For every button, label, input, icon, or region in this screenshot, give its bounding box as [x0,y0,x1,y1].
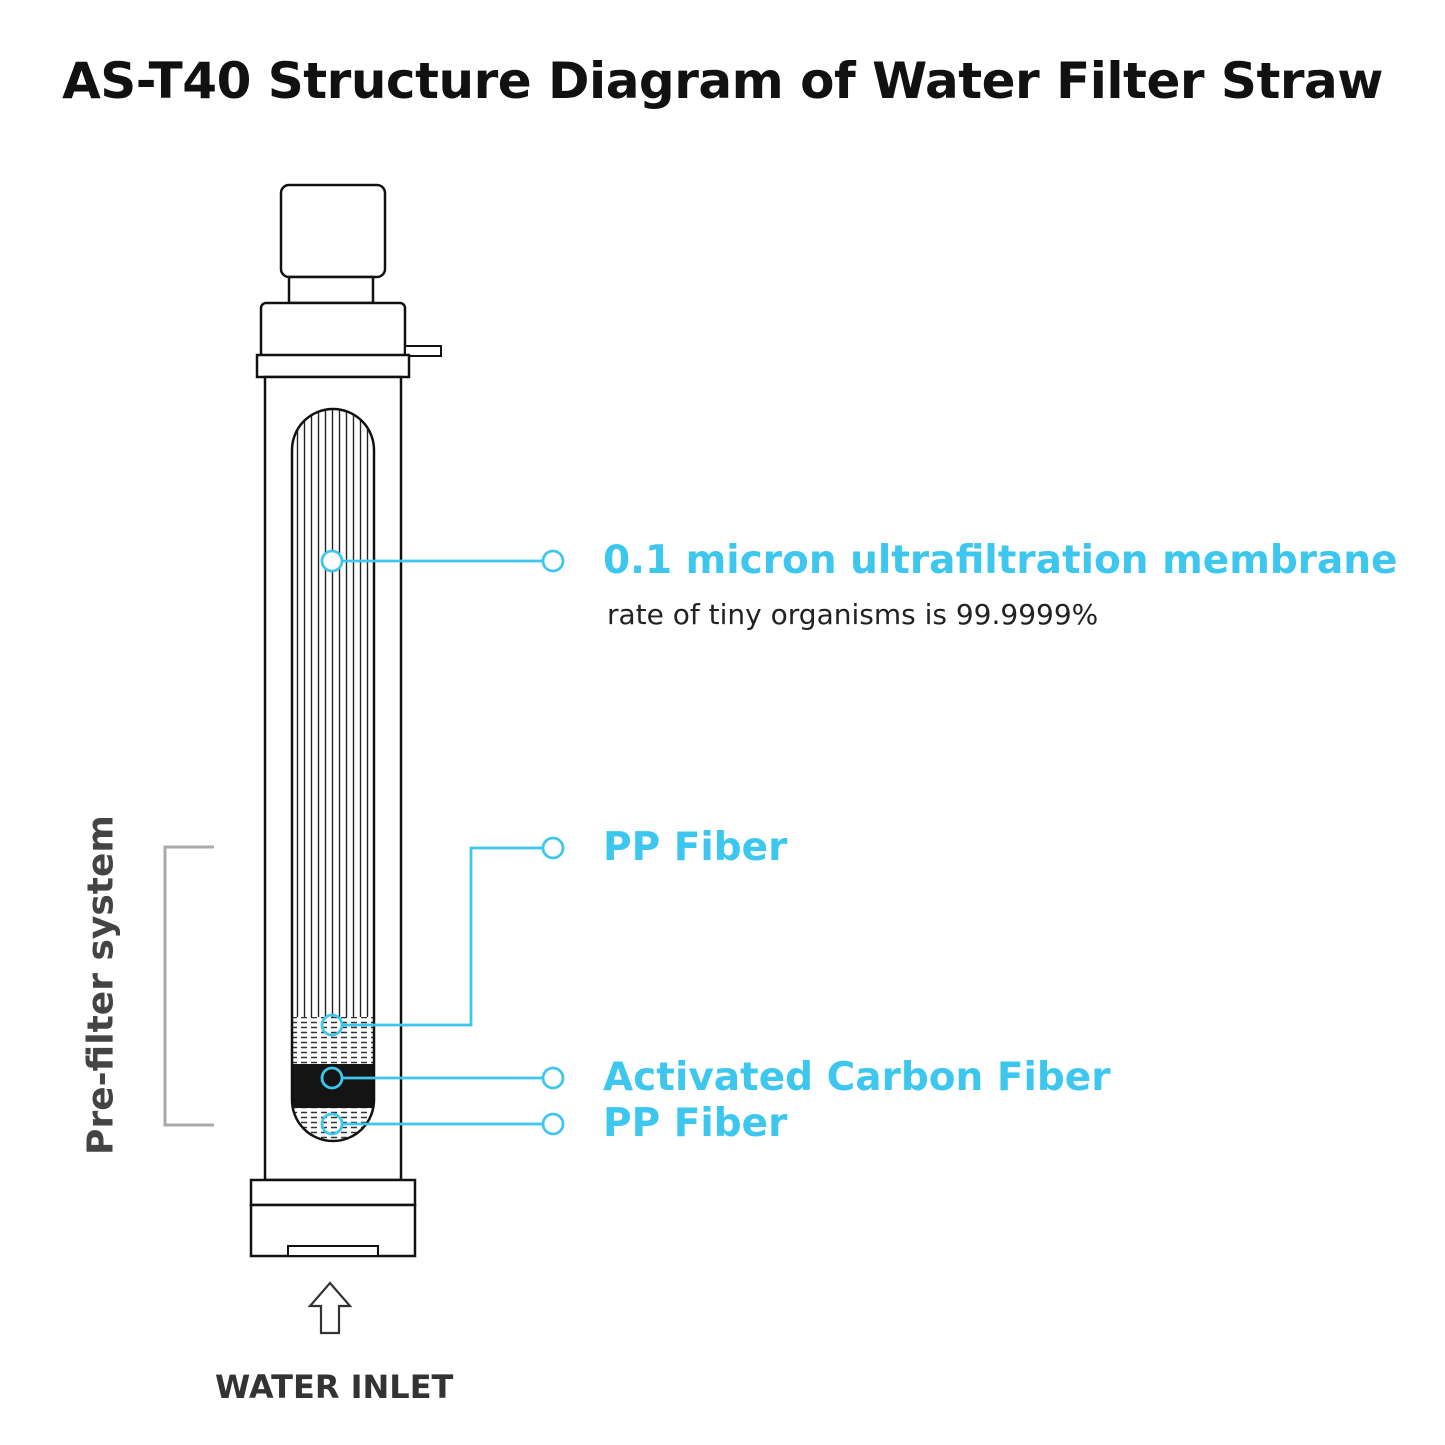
callout-pp-fiber-upper [320,836,565,1037]
prefilter-bracket [163,845,214,1127]
membrane-layer [292,409,374,1017]
cartridge-outline [290,407,376,1143]
label-pp-fiber-lower: PP Fiber [603,1101,788,1146]
straw-mouthpiece-base [259,301,407,360]
label-membrane: 0.1 micron ultrafiltration membrane [603,538,1398,583]
callout-carbon-fiber [320,1066,565,1090]
water-inlet-label: WATER INLET [215,1368,454,1406]
straw-top-cap [279,183,387,279]
label-pp-fiber-upper: PP Fiber [603,825,788,870]
carbon-fiber-layer [292,1064,374,1108]
page-title: AS-T40 Structure Diagram of Water Filter… [62,52,1383,110]
label-activated-carbon: Activated Carbon Fiber [603,1055,1111,1100]
prefilter-label: Pre-filter system [80,815,122,1155]
straw-clip-tab [404,345,442,357]
straw-neck [287,275,375,305]
callout-membrane [320,549,565,573]
filter-cartridge [292,409,374,1141]
membrane-description: rate of tiny organisms is 99.9999% [607,598,1099,631]
straw-collar [255,353,411,379]
water-inlet-arrow-icon [307,1281,353,1335]
straw-inlet-slot [287,1245,379,1257]
callout-pp-fiber-lower [320,1112,565,1136]
straw-bottom-ring [249,1178,417,1207]
